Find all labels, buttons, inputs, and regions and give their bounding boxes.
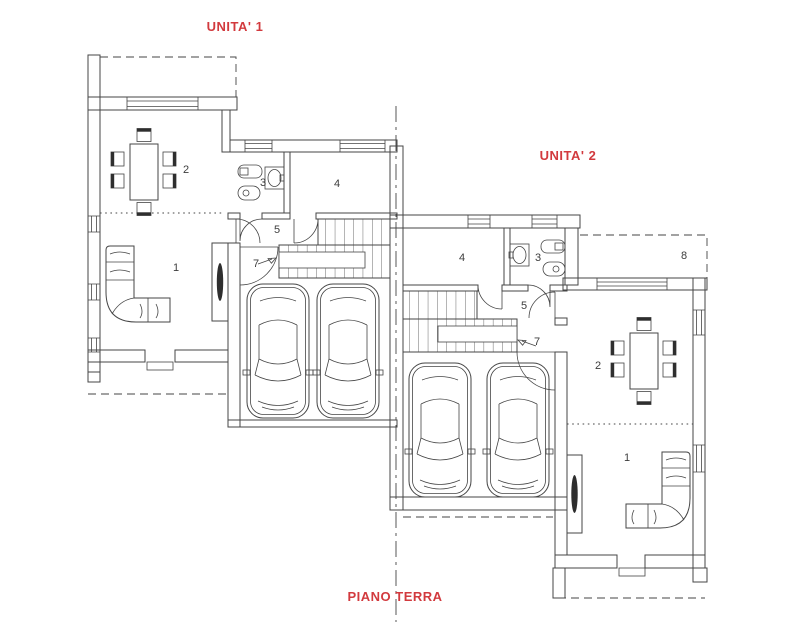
unit-1-stairs-up-arrow (257, 257, 277, 265)
room-label-u1-room4: 4 (334, 178, 340, 190)
unit-1-car-left (242, 283, 314, 419)
room-label-u1-dining: 2 (183, 164, 189, 176)
unit-1-plan: 1 2 3 4 5 7 (87, 54, 404, 511)
unit-1-stairs (278, 218, 391, 279)
unit-1-bath-fixtures (237, 164, 285, 201)
unit-2-plan: 1 2 3 4 5 7 8 (389, 214, 708, 599)
unit-2-doors (477, 284, 556, 391)
sink (509, 243, 530, 267)
toilet (542, 261, 566, 277)
unit-2-title: UNITA' 2 (540, 148, 597, 163)
unit-1-sofa (105, 245, 171, 323)
entry-door-step (146, 361, 174, 371)
unit-2-car-left (404, 362, 476, 498)
unit-2-car-right (482, 362, 554, 498)
room-label-u1-bath: 3 (260, 177, 266, 189)
unit-2-bath-fixtures (508, 239, 566, 277)
unit-1-car-right (312, 283, 384, 419)
room-label-u2-bath: 3 (535, 252, 541, 264)
room-label-u2-room4: 4 (459, 252, 465, 264)
unit-1-terrace-outline (100, 56, 237, 97)
unit-2-stairs (402, 290, 518, 353)
entry-door-step (618, 567, 646, 577)
unit-1-title: UNITA' 1 (207, 19, 264, 34)
unit-2-fireplace (566, 454, 583, 534)
unit-1-windows (88, 97, 386, 353)
room-label-u1-vestibule: 7 (253, 258, 259, 270)
room-label-u1-stairhall: 5 (274, 224, 280, 236)
unit-1-dining-set (110, 128, 177, 216)
room-label-u2-vestibule: 7 (534, 336, 540, 348)
room-label-u2-stairhall: 5 (521, 300, 527, 312)
toilet (237, 185, 261, 201)
room-label-u2-living: 1 (624, 452, 630, 464)
party-wall (389, 145, 404, 511)
room-label-u2-dining: 2 (595, 360, 601, 372)
room-label-u1-living: 1 (173, 262, 179, 274)
bidet (540, 239, 566, 254)
unit-2-terrace-outline (580, 234, 708, 278)
room-label-u2-terrace: 8 (681, 250, 687, 262)
unit-1-fireplace (211, 242, 229, 322)
unit-2-windows (467, 215, 705, 473)
floor-title: PIANO TERRA (347, 589, 442, 604)
unit-2-sofa (625, 451, 691, 529)
unit-1-doors (235, 218, 319, 286)
unit-2-stairs-up-arrow (517, 339, 537, 347)
bidet (237, 164, 263, 179)
unit-2-dining-set (610, 317, 677, 405)
unit-1-walls (87, 54, 404, 511)
